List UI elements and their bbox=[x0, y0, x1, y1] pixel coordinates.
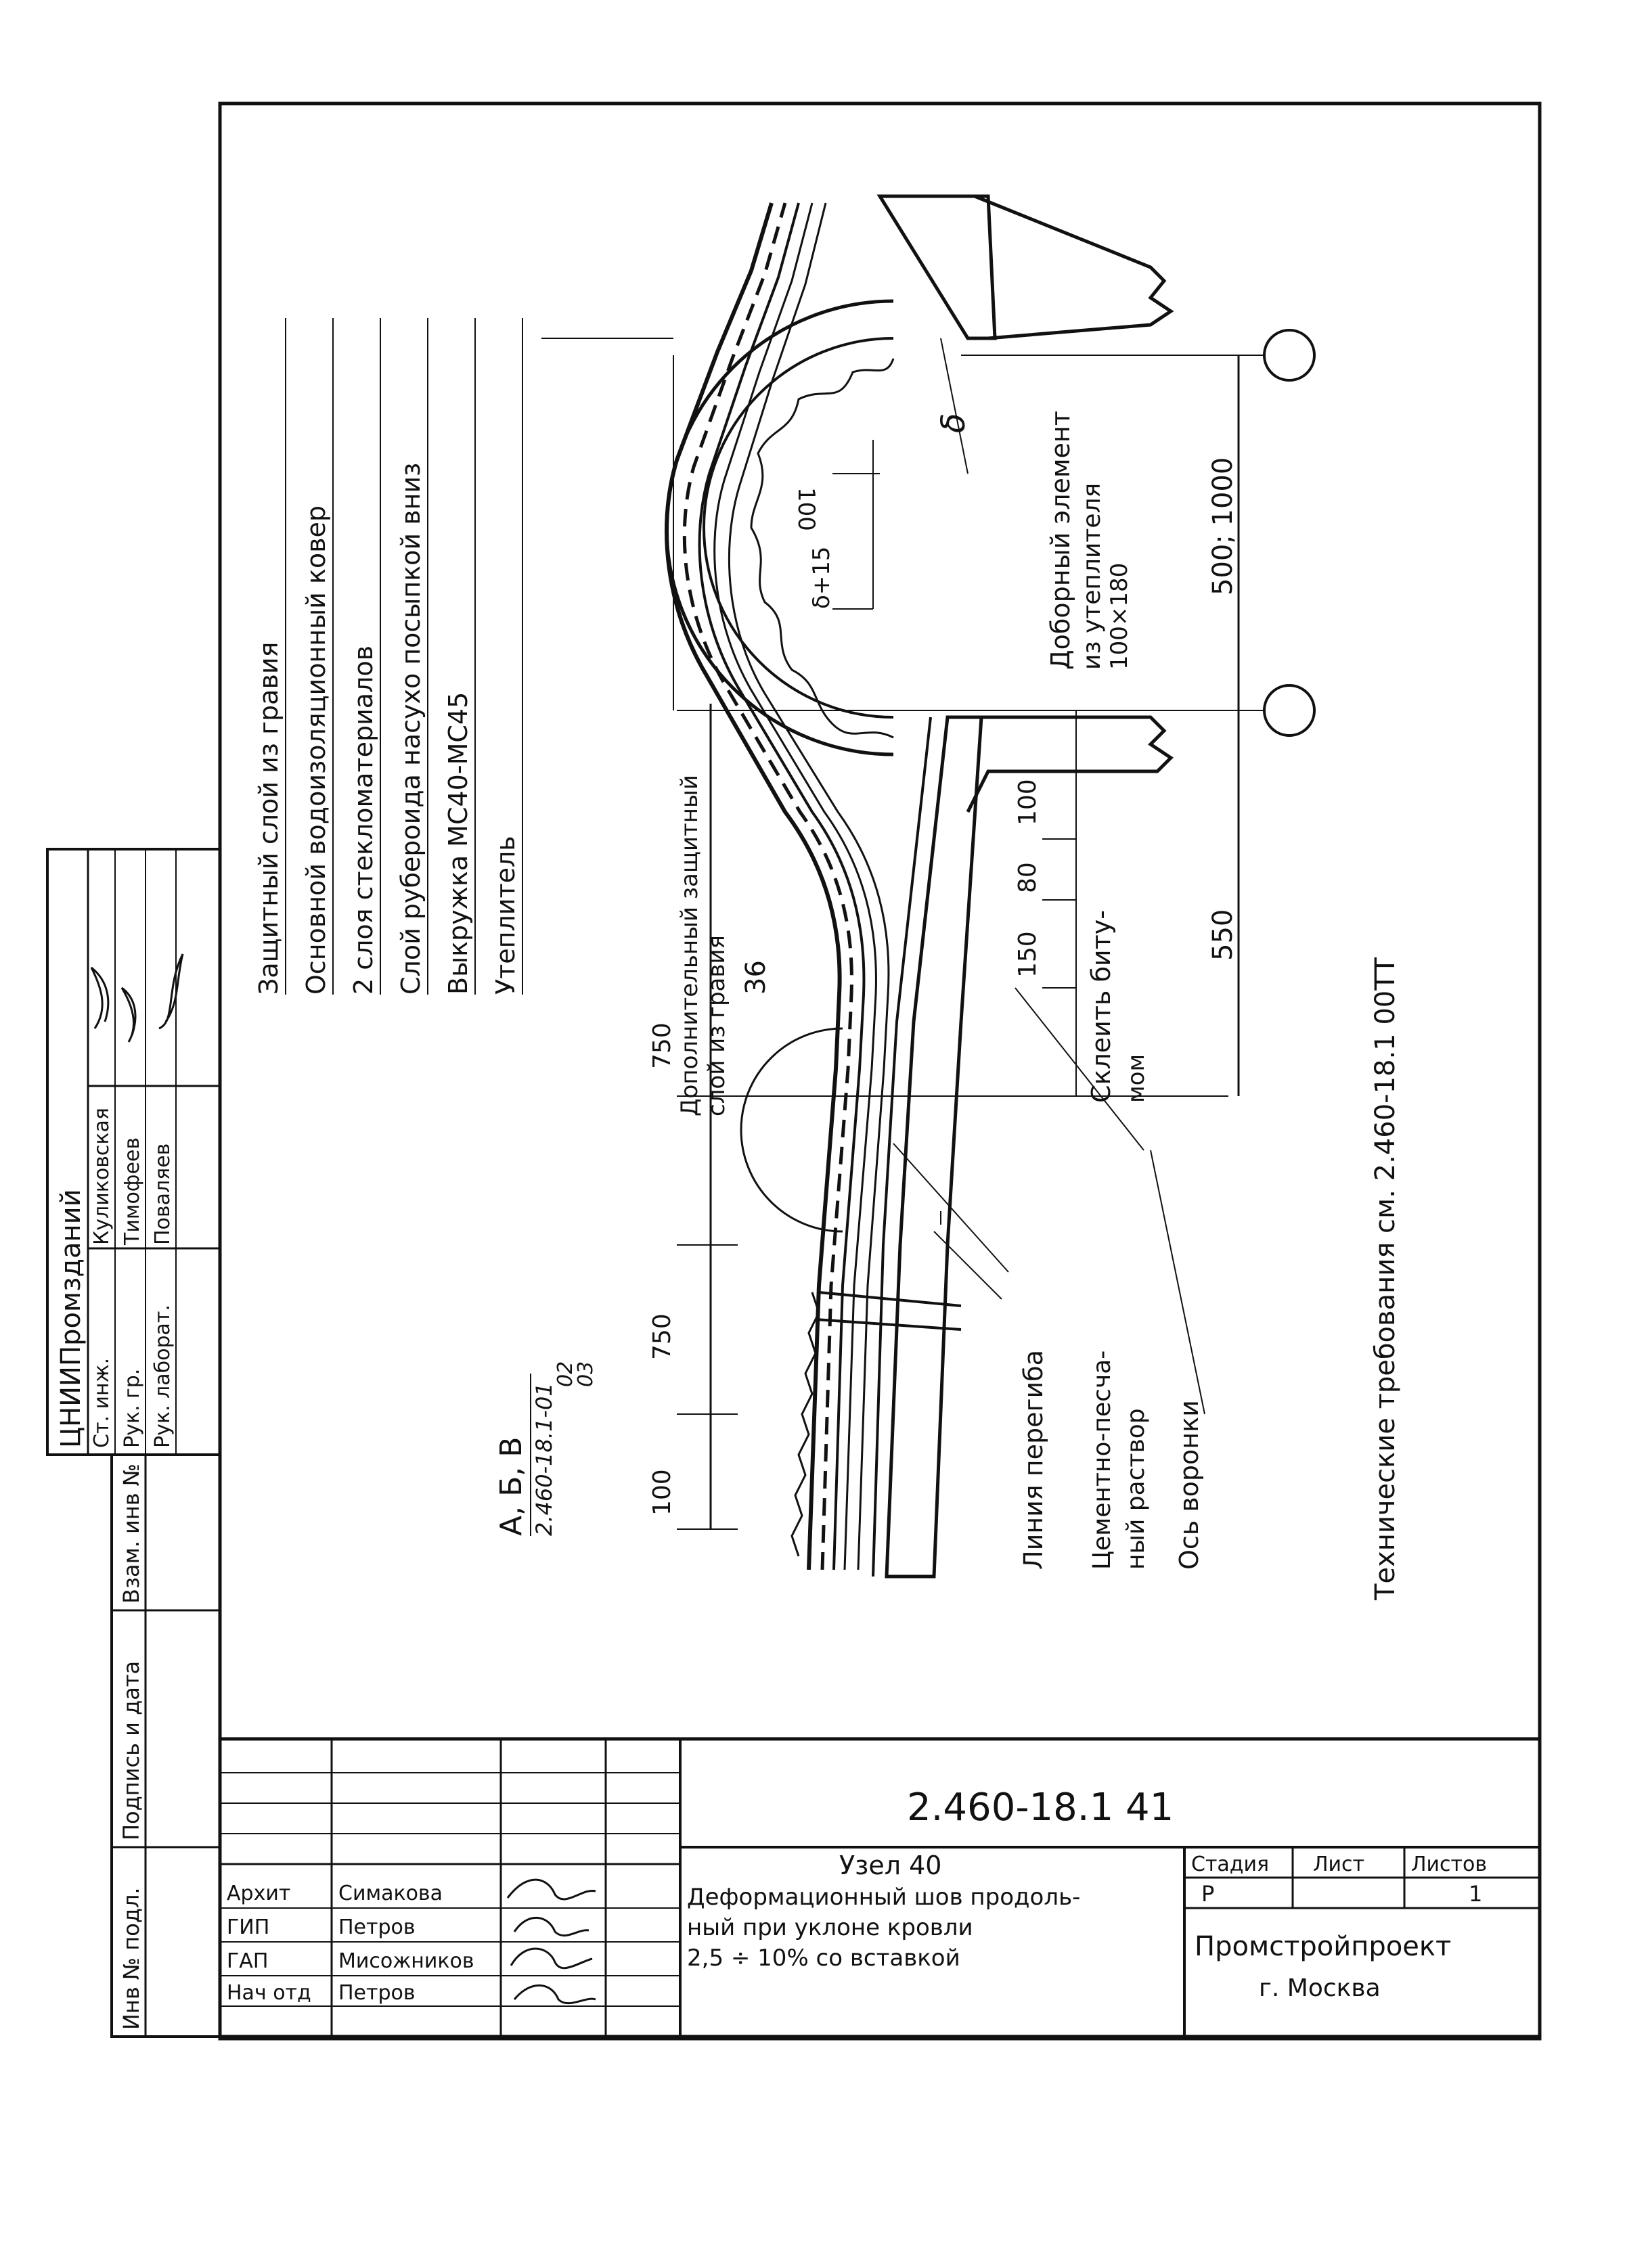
insert-filling bbox=[750, 358, 895, 739]
membrane-layer-2 bbox=[682, 202, 853, 1570]
tech-requirements: Технические требования см. 2.460-18.1 00… bbox=[1370, 957, 1401, 1601]
desc-line-1: Деформационный шов продоль- bbox=[687, 1884, 1080, 1911]
company-city: г. Москва bbox=[1259, 1974, 1381, 2002]
delta-label: δ bbox=[935, 413, 973, 433]
glue-line-2: мом bbox=[1123, 1054, 1150, 1103]
signature-staff-2 bbox=[513, 1916, 589, 1936]
side-stamp-replace: Взам. инв № bbox=[118, 1464, 144, 1604]
sheets-label: Листов bbox=[1411, 1853, 1487, 1876]
staff-role-3: ГАП bbox=[227, 1949, 268, 1973]
signature-staff-3 bbox=[510, 1947, 593, 1970]
side-stamp-sign: Подпись и дата bbox=[118, 1661, 144, 1840]
dimension-values: 100 750 750 36 150 80 100 550 500; 1000 … bbox=[648, 457, 1239, 1516]
membrane-layer-5 bbox=[728, 202, 890, 1570]
bend-line-label: Линия перегиба bbox=[1019, 1350, 1048, 1570]
signature-3 bbox=[158, 953, 184, 1030]
dim-100-mid: 100 bbox=[1014, 779, 1042, 825]
stage-value: Р bbox=[1201, 1881, 1214, 1907]
axis-marker-bottom bbox=[1263, 684, 1316, 737]
dim-100-top: 100 bbox=[648, 1469, 676, 1516]
insert-arc-outer bbox=[665, 299, 894, 756]
dim-100-small: 100 bbox=[793, 487, 820, 531]
stage-label: Стадия bbox=[1191, 1853, 1269, 1876]
node-title: Узел 40 bbox=[839, 1851, 941, 1880]
org-name: ЦНИИПромзданий bbox=[55, 1189, 87, 1448]
layer-1: Защитный слой из гравия bbox=[254, 642, 284, 995]
funnel-axis-label: Ось воронки bbox=[1174, 1400, 1204, 1570]
approval-stamp: ЦНИИПромзданий Ст. инж. Куликовская Рук.… bbox=[46, 848, 221, 1456]
dim-500-1000: 500; 1000 bbox=[1207, 457, 1239, 595]
extra-layer-line-1: Дополнительный защитный bbox=[676, 775, 703, 1116]
mortar-line-2: ный раствор bbox=[1122, 1408, 1150, 1570]
slab-rib-upper bbox=[974, 194, 1174, 340]
layer-4: Слой рубероида насухо посыпкой вниз bbox=[396, 463, 426, 995]
desc-line-2: ный при уклоне кровли bbox=[687, 1914, 973, 1941]
signature-1 bbox=[90, 966, 110, 1029]
sheet-frame bbox=[218, 101, 1542, 2041]
sheet-label: Лист bbox=[1313, 1853, 1364, 1876]
dim-550: 550 bbox=[1207, 909, 1239, 961]
approval-name-2: Тимофеев bbox=[120, 1137, 144, 1246]
staff-name-4: Петров bbox=[338, 1981, 416, 2005]
axis-marker-top bbox=[1263, 329, 1316, 382]
dim-36: 36 bbox=[740, 960, 772, 995]
side-stamp: Инв № подл. Подпись и дата Взам. инв № bbox=[110, 1453, 221, 2038]
dim-80: 80 bbox=[1014, 862, 1042, 893]
staff-name-2: Петров bbox=[338, 1915, 416, 1939]
extra-layer-line-2: слой из гравия bbox=[703, 935, 730, 1116]
layer-6: Утеплитель bbox=[491, 836, 520, 995]
approval-name-3: Поваляев bbox=[151, 1143, 175, 1245]
insert-line-1: Доборный элемент bbox=[1046, 411, 1075, 670]
glue-line-1: Склеить биту- bbox=[1086, 910, 1116, 1103]
slab-rib-lower bbox=[966, 715, 1174, 813]
approval-role-1: Ст. инж. bbox=[90, 1358, 114, 1448]
approval-role-2: Рук. гр. bbox=[120, 1369, 144, 1448]
insert-line-3: 100×180 bbox=[1106, 563, 1133, 670]
staff-role-2: ГИП bbox=[227, 1915, 269, 1939]
layer-3: 2 слоя стекломатериалов bbox=[349, 645, 378, 995]
approval-name-1: Куликовская bbox=[90, 1108, 114, 1245]
insert-line-2: из утеплителя bbox=[1078, 483, 1106, 670]
dim-150: 150 bbox=[1014, 931, 1042, 978]
approval-role-3: Рук. лаборат. bbox=[151, 1305, 175, 1448]
slab-lower bbox=[885, 715, 983, 1579]
staff-role-4: Нач отд bbox=[227, 1981, 311, 2005]
side-stamp-inv: Инв № подл. bbox=[118, 1887, 144, 2030]
signature-staff-1 bbox=[506, 1878, 596, 1901]
dim-750-b: 750 bbox=[648, 1022, 676, 1069]
doc-code: 2.460-18.1 41 bbox=[907, 1786, 1174, 1830]
bend-arc bbox=[740, 1027, 843, 1233]
staff-role-1: Архит bbox=[227, 1882, 290, 1905]
layer-5: Выкружка МС40-МС45 bbox=[443, 692, 473, 995]
signature-staff-4 bbox=[513, 1984, 596, 2005]
mortar-line-1: Цементно-песча- bbox=[1088, 1351, 1116, 1570]
ref-letters: А, Б, В bbox=[494, 1437, 529, 1536]
desc-line-3: 2,5 ÷ 10% со вставкой bbox=[687, 1945, 960, 1972]
staff-name-3: Мисожников bbox=[338, 1949, 474, 1973]
membrane-layer-4 bbox=[713, 202, 877, 1570]
ref-02: 02 bbox=[554, 1361, 577, 1387]
gravel-layer bbox=[790, 1292, 820, 1557]
joint-section-drawing bbox=[541, 194, 1316, 1579]
layer-legend: Защитный слой из гравия Основной водоизо… bbox=[254, 318, 523, 995]
membrane-layer-3 bbox=[698, 202, 866, 1570]
annotations: Дополнительный защитный слой из гравия Л… bbox=[494, 411, 1401, 1601]
ref-03: 03 bbox=[574, 1361, 598, 1387]
slab-lower-top bbox=[872, 717, 932, 1577]
ref-doc: 2.460-18.1-01 bbox=[531, 1382, 557, 1536]
insert-arc-inner bbox=[703, 337, 894, 719]
sheets-value: 1 bbox=[1469, 1881, 1482, 1907]
slab-upper bbox=[876, 194, 997, 340]
dim-750-a: 750 bbox=[648, 1313, 676, 1360]
company-name: Промстройпроект bbox=[1195, 1931, 1451, 1962]
title-block: 2.460-18.1 41 Узел 40 Деформационный шов… bbox=[218, 1737, 1542, 2039]
break-line bbox=[815, 1291, 962, 1331]
staff-name-1: Симакова bbox=[338, 1882, 443, 1905]
delta-plus-label: δ+15 bbox=[808, 546, 835, 609]
layer-2: Основной водоизоляционный ковер bbox=[301, 505, 331, 995]
signature-2 bbox=[120, 986, 137, 1043]
